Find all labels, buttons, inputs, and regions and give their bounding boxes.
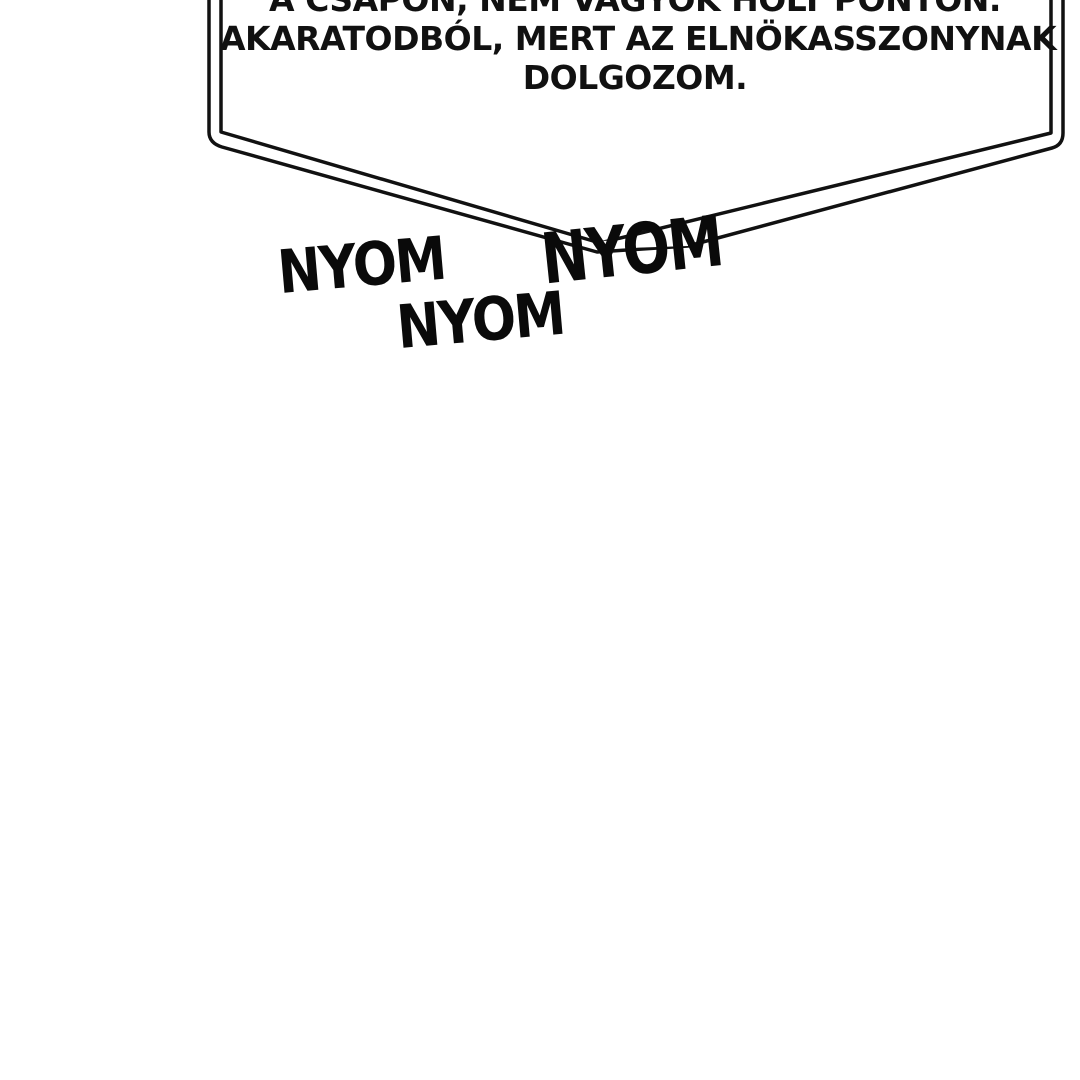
sound-effect-nyom-2: NYOM bbox=[393, 279, 567, 363]
speech-line-2: AKARATODBÓL, MERT AZ ELNÖKASSZONYNAK bbox=[220, 19, 1057, 58]
speech-line-1: A CSAPON, NEM VAGYOK HOLT PONTON. bbox=[220, 0, 1050, 19]
speech-bubble-outer-border bbox=[207, 0, 1065, 254]
speech-line-3: DOLGOZOM. bbox=[522, 58, 748, 97]
speech-bubble-text: A CSAPON, NEM VAGYOK HOLT PONTON. AKARAT… bbox=[220, 0, 1057, 97]
